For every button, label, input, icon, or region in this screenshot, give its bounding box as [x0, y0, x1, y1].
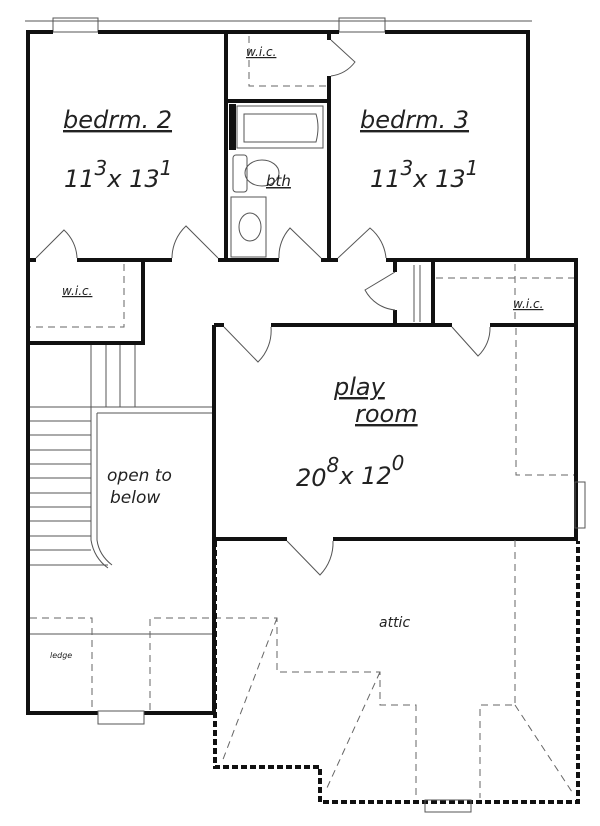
toilet-tank-icon	[232, 154, 248, 193]
window	[338, 17, 386, 33]
bedroom3-label: bedrm. 3	[360, 106, 469, 134]
toilet-icon	[244, 159, 280, 187]
ledge-outline	[30, 540, 575, 798]
playroom-label-line2: room	[355, 400, 418, 428]
bedroom2-label: bedrm. 2	[63, 106, 172, 134]
wic-right-label: w.i.c.	[513, 297, 543, 311]
closet-shelves	[30, 36, 574, 476]
wic-left-label: w.i.c.	[62, 284, 92, 298]
playroom-dimensions: 208x 120	[296, 451, 404, 492]
attic-boundary	[213, 541, 580, 804]
bathtub-icon	[243, 113, 319, 143]
window	[97, 710, 145, 725]
bath-label: bth	[266, 172, 291, 190]
doors	[35, 39, 491, 576]
walls	[26, 30, 578, 715]
window	[574, 481, 586, 529]
bath-fixtures	[230, 105, 324, 258]
window	[424, 799, 472, 813]
wic-top-label: w.i.c.	[246, 45, 276, 59]
playroom-label: play	[333, 373, 386, 401]
staircase	[30, 345, 212, 635]
open-to-below-label: open to	[107, 466, 172, 486]
ledge-label: ledge	[50, 651, 72, 660]
bedroom3-dimensions: 113x 131	[370, 156, 478, 193]
attic-label: attic	[379, 615, 410, 631]
sink-icon	[238, 212, 262, 242]
window	[52, 17, 99, 33]
bedroom2-dimensions: 113x 131	[64, 156, 172, 193]
open-to-below-label-line2: below	[110, 488, 160, 508]
